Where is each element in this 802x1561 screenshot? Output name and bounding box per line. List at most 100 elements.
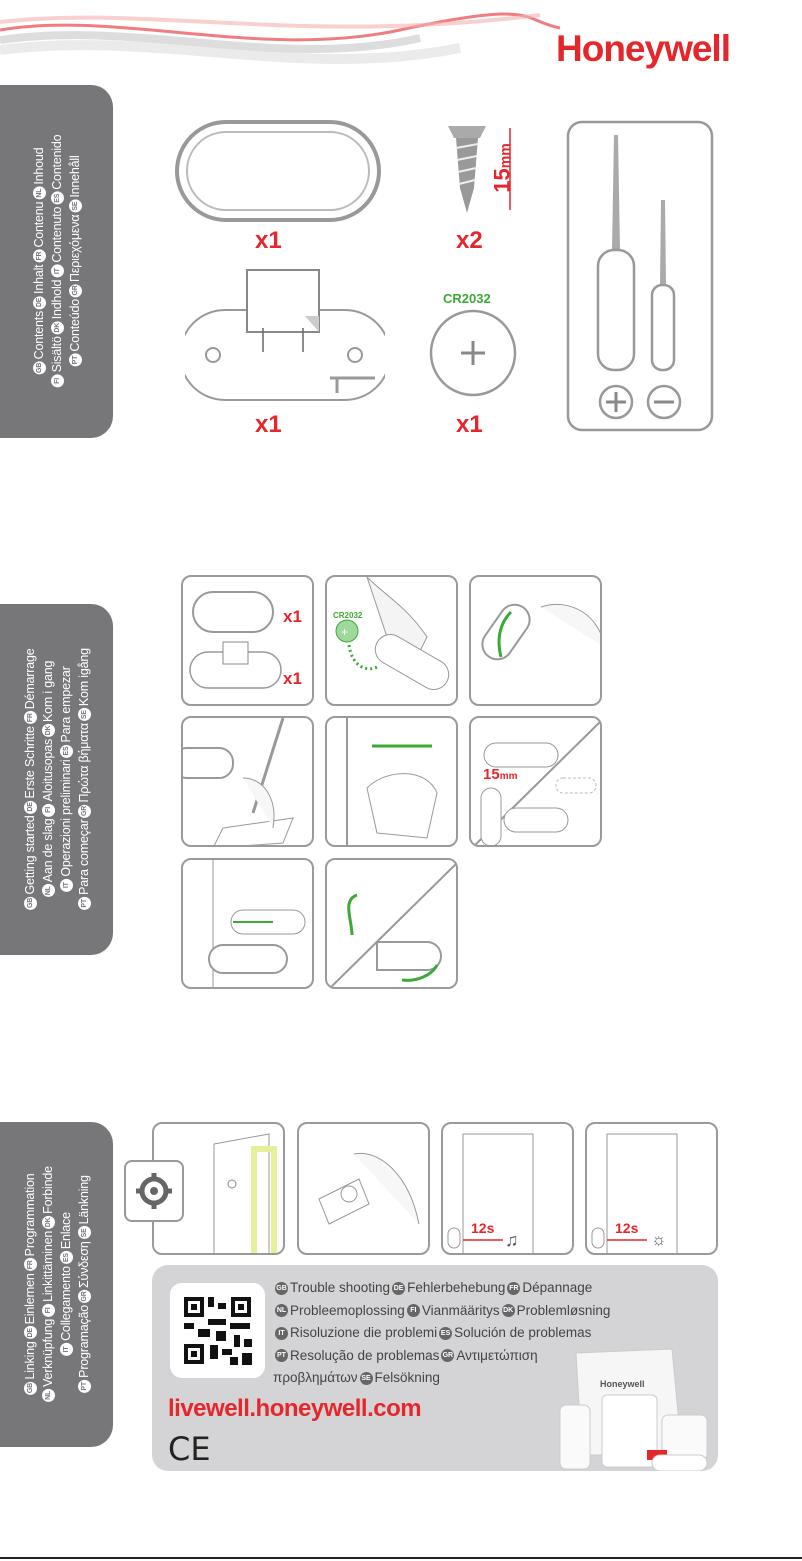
translated-label: Operazioni preliminari	[58, 758, 73, 877]
translated-label: προβλημάτων	[273, 1370, 358, 1385]
language-code-badge: GB	[32, 360, 46, 374]
language-code-badge: FR	[23, 1257, 37, 1271]
heading-line: PTProgramaçãoGRΣύνδεσηSELänkning	[75, 1166, 93, 1404]
translated-label: Programmation	[22, 1172, 37, 1256]
translated-label: Contenido	[49, 134, 64, 190]
qr-code[interactable]	[170, 1283, 265, 1378]
step-2-tile: + CR2032	[325, 575, 458, 706]
language-code-badge: ES	[439, 1326, 453, 1340]
translated-label: Conteúdo	[67, 298, 82, 352]
heading-line: PTPara começarGRΠρώτα βήματαSEKom igång	[75, 648, 93, 912]
language-code-badge: ES	[50, 191, 64, 205]
language-code-badge: DE	[392, 1281, 406, 1295]
language-code-badge: GB	[23, 895, 37, 909]
translated-label: Kom i gang	[40, 660, 55, 722]
heading-line: FISisältöDKIndholdITContenutoESContenido	[48, 134, 66, 389]
language-code-badge: ES	[59, 1250, 73, 1264]
language-code-badge: GB	[23, 1381, 37, 1395]
translated-label: Verknüpfung	[40, 1318, 55, 1387]
step-6-screw-length: 15mm	[483, 766, 517, 783]
product-family-image: Honeywell	[559, 1348, 708, 1471]
ce-mark: CE	[168, 1430, 211, 1468]
step-5-tile	[325, 716, 458, 847]
language-code-badge: SE	[359, 1371, 373, 1385]
tools-panel	[566, 120, 714, 432]
language-code-badge: FI	[50, 373, 64, 387]
language-code-badge: GR	[441, 1349, 455, 1363]
battery-icon	[429, 309, 517, 397]
screw-length: 15mm	[490, 143, 516, 192]
translated-label: Solución de problemas	[454, 1325, 592, 1340]
language-code-badge: DE	[23, 1325, 37, 1339]
step-6-tile: 15mm	[469, 716, 602, 847]
language-code-badge: IT	[275, 1326, 288, 1340]
translated-label: Felsökning	[374, 1370, 440, 1385]
language-code-badge: IT	[50, 264, 64, 278]
translated-label: Innehåll	[67, 154, 82, 198]
screw-size: 15	[489, 168, 515, 193]
translated-label: Contents	[31, 310, 46, 359]
step-7-tile	[181, 858, 314, 989]
language-code-badge: NL	[41, 883, 55, 897]
base-plate-qty: x1	[255, 411, 282, 438]
minus-screwdriver-icon	[646, 200, 682, 420]
language-code-badge: DE	[23, 799, 37, 813]
translated-label: Vianmääritys	[421, 1302, 500, 1318]
plus-screwdriver-icon	[596, 135, 636, 420]
translated-label: Σύνδεση	[76, 1240, 91, 1288]
step-6-size: 15	[483, 766, 500, 783]
heading-line: NLAan de slagFIAloitusopasDKKom i gang	[39, 648, 57, 912]
translated-label: Aan de slag	[40, 817, 55, 882]
language-code-badge: FI	[41, 1303, 55, 1317]
translated-label: Probleemoplossing	[290, 1302, 405, 1318]
step-1-qty-a: x1	[283, 607, 302, 626]
heading-line: ITOperazioni preliminariESPara empezar	[57, 648, 75, 912]
language-code-badge: SE	[77, 707, 91, 721]
link-step-2-tile	[297, 1122, 430, 1255]
language-code-badge: NL	[41, 1388, 55, 1402]
translated-label: Démarrage	[22, 648, 37, 709]
screw-unit: mm	[496, 143, 513, 169]
language-code-badge: NL	[32, 186, 46, 200]
light-flash-icon: ☼	[651, 1230, 667, 1249]
translated-label: Fehlerbehebung	[407, 1280, 506, 1295]
translated-label: Kom igång	[76, 647, 91, 706]
translated-label: Aloitusopas	[40, 738, 55, 801]
language-code-badge: ES	[59, 743, 73, 757]
translated-label: Para empezar	[58, 665, 73, 742]
language-code-badge: GR	[68, 283, 82, 297]
step-1-tile: x1 x1	[181, 575, 314, 706]
translated-label: Erste Schritte	[22, 725, 37, 798]
translated-label: Inhoud	[31, 147, 46, 185]
translated-label: Linkittäminen	[40, 1230, 55, 1302]
screw-icon	[448, 126, 511, 213]
translated-label: Linking	[22, 1340, 37, 1380]
language-code-badge: FI	[41, 802, 55, 816]
battery-qty: x1	[456, 411, 483, 438]
translated-label: Περιεχόμενα	[67, 214, 82, 282]
language-code-badge: FR	[32, 249, 46, 263]
language-code-badge: SE	[77, 1225, 91, 1239]
step-3-tile	[469, 575, 602, 706]
step-2-battery-label: CR2032	[333, 611, 363, 620]
translated-label: Inhalt	[31, 264, 46, 294]
heading-line: NLVerknüpfungFILinkittäminenDKForbinde	[39, 1166, 57, 1404]
translated-label: Risoluzione die problemi	[290, 1325, 438, 1340]
support-website-link[interactable]: livewell.honeywell.com	[168, 1395, 422, 1422]
gear-icon	[124, 1160, 184, 1222]
screw-qty: x2	[456, 227, 483, 254]
heading-line: ITCollegamentoESEnlace	[57, 1166, 75, 1404]
language-code-badge: FR	[23, 710, 37, 724]
svg-text:+: +	[341, 625, 348, 639]
translated-label: Programação	[76, 1304, 91, 1378]
link-step-3-time: 12s	[471, 1220, 495, 1236]
step-8-tile	[325, 858, 458, 989]
language-code-badge: DE	[32, 295, 46, 309]
language-code-badge: IT	[59, 1342, 73, 1356]
